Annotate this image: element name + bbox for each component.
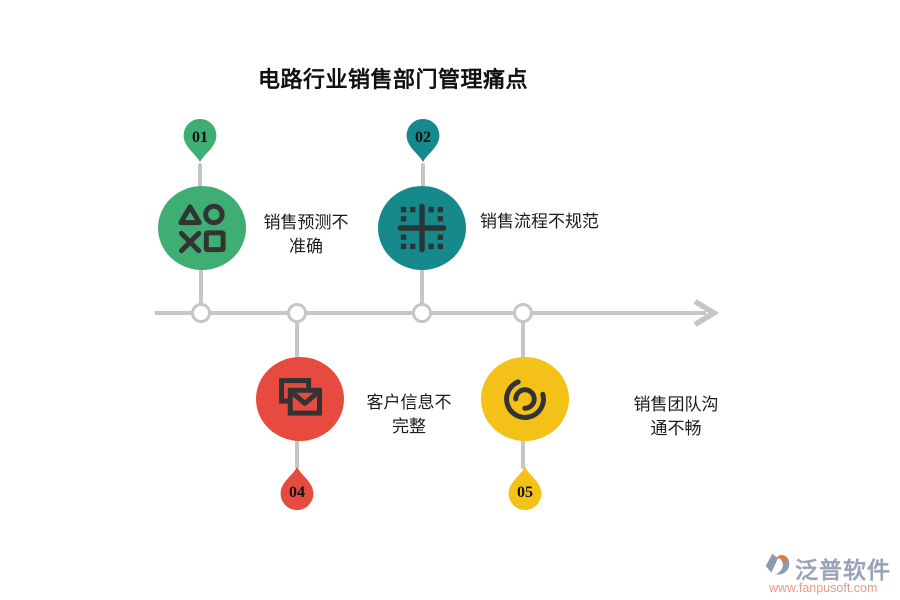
icon-circle-04 [256,357,344,441]
connector-stem [421,163,425,188]
pain-point-label-01: 销售预测不准确 [263,213,349,256]
pin-number-05: 05 [517,484,533,501]
connector-stem [420,267,424,307]
pain-point-label-05: 销售团队沟通不畅 [633,395,719,438]
connector-stem [521,319,525,359]
grid-cross-icon [397,203,447,253]
watermark-url: www.fanpusoft.com [769,581,878,595]
timeline-node [191,303,211,323]
connector-stem [198,163,202,188]
spiral-icon [504,378,546,420]
timeline-axis [155,299,720,327]
pain-point-label-04: 客户信息不完整 [366,393,452,436]
pin-number-01: 01 [192,129,208,146]
timeline-node [287,303,307,323]
icon-circle-02 [378,186,466,270]
map-pin-02 [406,118,440,163]
watermark: 泛普软件 www.fanpusoft.com [755,547,897,599]
fanpu-logo-icon [765,553,790,575]
timeline-node [513,303,533,323]
connector-stem [295,319,299,359]
icon-circle-01 [158,186,246,270]
watermark-brand: 泛普软件 [795,557,891,583]
map-pin-05 [508,466,542,511]
pin-number-02: 02 [415,129,431,146]
page-title: 电路行业销售部门管理痛点 [258,67,529,92]
shapes-icon [178,203,226,254]
connector-stem [521,439,525,469]
timeline-node [412,303,432,323]
timeline-arrow-icon [693,299,720,327]
connector-stem [295,439,299,469]
pain-point-label-02: 销售流程不规范 [480,212,599,231]
map-pin-01 [183,118,217,163]
connector-stem [199,267,203,307]
map-pin-04 [280,466,314,511]
pin-number-04: 04 [289,484,305,501]
mail-icon [279,378,322,416]
icon-circle-05 [481,357,569,441]
